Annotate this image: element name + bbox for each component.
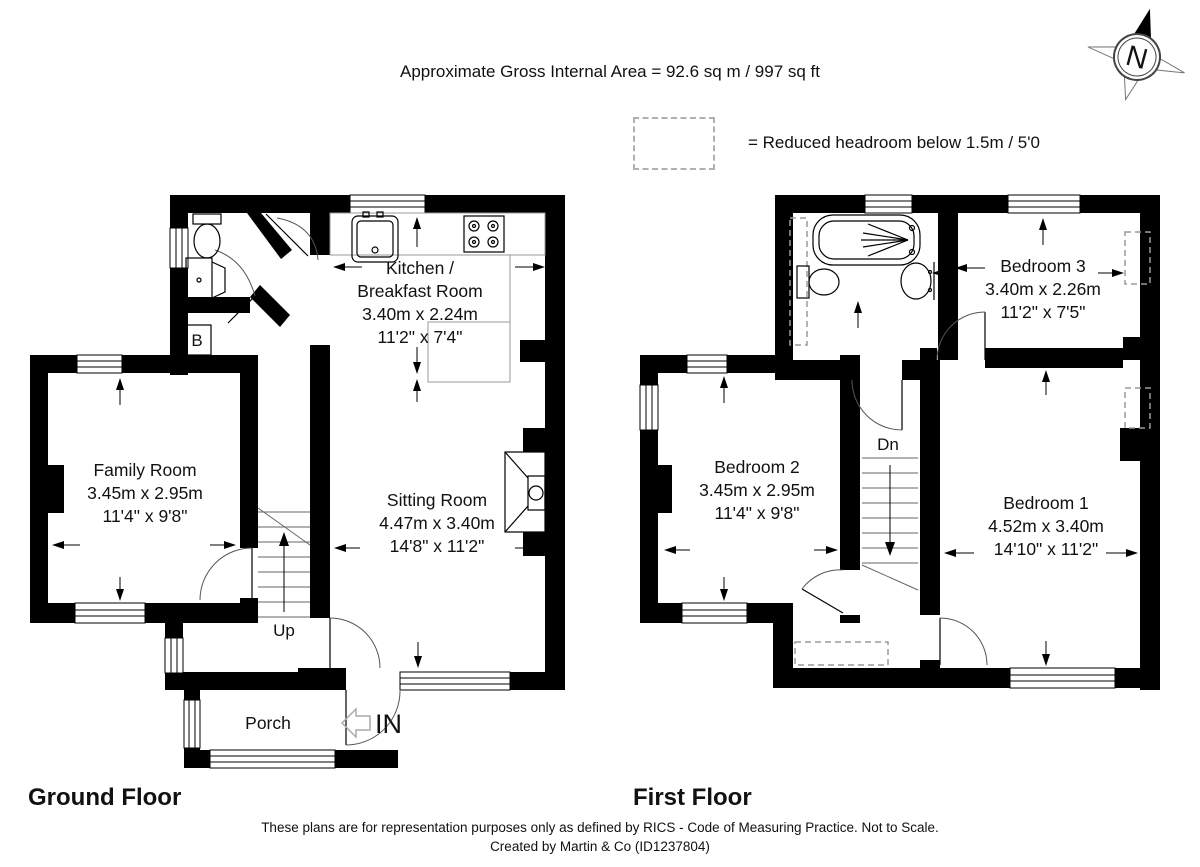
wc-window [169,227,189,269]
disclaimer-line: These plans are for representation purpo… [261,820,939,835]
bathroom-basin-icon [900,262,935,300]
porch-side-window [183,699,201,749]
bathtub-icon [812,214,921,266]
kitchen-sink-icon [351,211,399,263]
airing-cupboard [789,217,808,346]
ground-windows [74,194,511,769]
bedroom3-window [1007,194,1081,214]
bedroom2-dims-imperial: 11'4" x 9'8" [715,503,800,523]
wc-toilet-icon [192,213,222,259]
wc-basin-icon [185,257,226,303]
bedroom2-dims-metric: 3.45m x 2.95m [699,480,815,500]
first-doors [801,311,988,666]
family-room-bottom-window [74,602,146,624]
bathroom-window [864,194,913,214]
kitchen-label-2: Breakfast Room [357,281,482,301]
hob-icon [463,215,505,253]
stairs-up-label: Up [273,621,295,640]
entrance-arrow-icon [340,707,371,739]
bedroom2-bottom-window [681,602,748,624]
sitting-room-label: Sitting Room [387,490,487,510]
bedroom2-label: Bedroom 2 [714,457,800,477]
reduced-headroom-legend-swatch [633,117,715,170]
family-room-dims-metric: 3.45m x 2.95m [87,483,203,503]
compass-rose-icon: N [1087,8,1185,102]
kitchen-window [349,194,426,214]
reduced-headroom-areas [794,231,1151,666]
fireplace-icon [504,451,546,533]
first-room-labels: Bedroom 3 3.40m x 2.26m 11'2" x 7'5" Bed… [699,256,1104,559]
first-walls [640,195,1160,690]
ground-floor-title: Ground Floor [28,784,182,811]
staircase-down [861,457,919,591]
ground-doors [199,213,401,746]
family-room-dims-imperial: 11'4" x 9'8" [103,506,188,526]
staircase-up [257,507,311,618]
boiler-box [182,324,212,356]
porch-front-window [209,749,336,769]
stairs-down-label: Dn [877,435,899,454]
page-title: Approximate Gross Internal Area = 92.6 s… [399,62,821,81]
bedroom3-dims-imperial: 11'2" x 7'5" [1001,302,1086,322]
kitchen-dims-imperial: 11'2" x 7'4" [378,327,463,347]
kitchen-counter [329,212,546,383]
boiler-label: B [191,331,202,350]
bedroom1-dims-imperial: 14'10" x 11'2" [994,539,1098,559]
sitting-room-dims-metric: 4.47m x 3.40m [379,513,495,533]
ground-room-labels: Kitchen / Breakfast Room 3.40m x 2.24m 1… [87,258,495,739]
first-windows [639,194,1116,689]
bedroom2-side-window [639,384,659,431]
bedroom3-label: Bedroom 3 [1000,256,1086,276]
first-floor-plan: Bedroom 3 3.40m x 2.26m 11'2" x 7'5" Bed… [639,194,1160,690]
bedroom1-label: Bedroom 1 [1003,493,1089,513]
bedroom3-dims-metric: 3.40m x 2.26m [985,279,1101,299]
ground-dimension-arrows [52,217,545,668]
family-room-top-window [76,354,123,374]
bedroom1-window [1009,667,1116,689]
sitting-room-dims-imperial: 14'8" x 11'2" [390,536,485,556]
bedroom2-top-window [686,354,728,374]
reduced-headroom-legend-label: = Reduced headroom below 1.5m / 5'0 [748,133,1040,152]
hall-side-window [164,637,184,674]
first-dimension-arrows [664,218,1138,666]
kitchen-dims-metric: 3.40m x 2.24m [362,304,478,324]
first-floor-title: First Floor [633,784,752,811]
kitchen-label: Kitchen / [386,258,454,278]
credit-line: Created by Martin & Co (ID1237804) [490,839,710,854]
bathroom-toilet-icon [796,265,840,299]
family-room-label: Family Room [93,460,196,480]
bedroom1-dims-metric: 4.52m x 3.40m [988,516,1104,536]
porch-label: Porch [245,713,291,733]
ground-walls [30,195,565,768]
ground-floor-plan: Kitchen / Breakfast Room 3.40m x 2.24m 1… [30,194,565,769]
entrance-in-label: IN [375,709,402,739]
sitting-room-window [399,671,511,691]
